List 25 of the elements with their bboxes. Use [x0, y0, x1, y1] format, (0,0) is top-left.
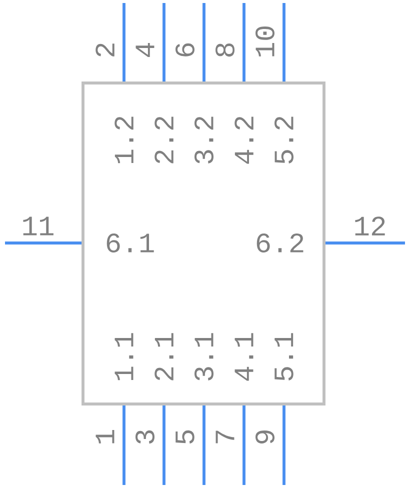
pin-number: 9	[256, 430, 274, 444]
pin-number: 7	[216, 430, 234, 444]
pin-number: 8	[216, 43, 234, 57]
pin-name: 6.2	[256, 234, 304, 252]
pin-number: 4	[136, 43, 154, 57]
pin-number: 2	[96, 44, 114, 56]
pin-name: 2.1	[154, 333, 174, 380]
pin-name: 6.1	[106, 234, 154, 252]
component-box	[82, 82, 326, 406]
pin-name: 1.1	[114, 333, 134, 380]
pin-name: 5.2	[274, 116, 294, 164]
pin-number: 6	[176, 43, 194, 56]
pin-name: 4.1	[234, 333, 254, 381]
pin-number: 12	[355, 216, 385, 236]
pin-name: 5.1	[274, 333, 294, 380]
pin-name: 3.1	[194, 333, 214, 380]
pin-number: 3	[136, 430, 154, 444]
pin-number: 11	[23, 216, 54, 236]
pin-name: 3.2	[194, 116, 214, 164]
pin-number: 1	[96, 430, 114, 444]
pin-number: 10	[256, 26, 274, 56]
pin-number: 5	[176, 430, 194, 444]
pin-name: 4.2	[234, 116, 254, 164]
pin-name: 1.2	[114, 116, 134, 164]
pin-name: 2.2	[154, 116, 174, 164]
